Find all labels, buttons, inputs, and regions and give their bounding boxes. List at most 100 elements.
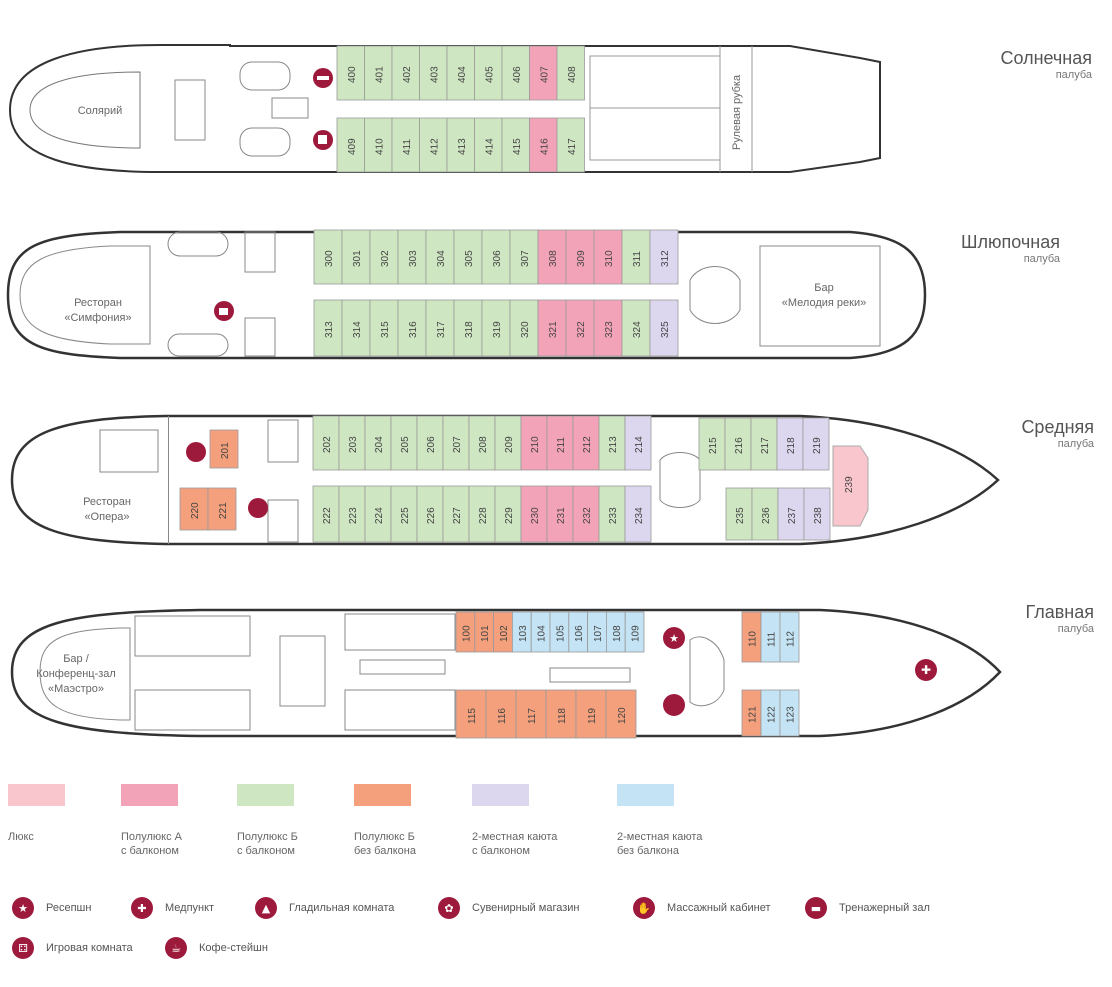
cabin-238-label: 238 [813,507,824,524]
cabin-404[interactable] [446,45,475,101]
cabin-300[interactable] [313,229,343,285]
cabin-406-label: 406 [512,66,523,83]
cabin-417[interactable] [556,117,585,173]
cabin-320-label: 320 [520,321,531,338]
cabin-411[interactable] [391,117,420,173]
cabin-208[interactable] [468,415,496,471]
ironing-icon[interactable] [248,498,268,518]
cabin-316-label: 316 [408,321,419,338]
cabin-221[interactable] [207,487,237,531]
cabin-315-label: 315 [380,321,391,338]
cabin-217[interactable] [750,417,778,471]
cabin-233[interactable] [598,485,626,543]
facility-medical: ✚ Медпункт [131,897,214,919]
cabin-237[interactable] [777,487,805,541]
legend-semilux-b-nobalcony-label-2: без балкона [354,845,416,857]
cabin-105-label: 105 [555,625,566,642]
cabin-120[interactable] [605,689,637,739]
cabin-302[interactable] [369,229,399,285]
cabin-229[interactable] [494,485,522,543]
souvenir-shop-icon[interactable] [663,694,685,716]
cabin-205[interactable] [390,415,418,471]
cabin-202[interactable] [312,415,340,471]
cabin-306[interactable] [481,229,511,285]
cabin-305[interactable] [453,229,483,285]
cabin-415[interactable] [501,117,530,173]
cabin-224[interactable] [364,485,392,543]
cabin-315[interactable] [369,299,399,357]
cabin-309[interactable] [565,229,595,285]
deck-sub-middle: палуба [1058,438,1095,450]
cabin-206[interactable] [416,415,444,471]
cabin-118[interactable] [545,689,577,739]
cabin-123[interactable] [779,689,800,737]
cabin-412[interactable] [419,117,448,173]
cabin-400-label: 400 [347,66,358,83]
cabin-400[interactable] [336,45,365,101]
cabin-310[interactable] [593,229,623,285]
cabin-312[interactable] [649,229,679,285]
cabin-204[interactable] [364,415,392,471]
deck-title-main: Главная [1025,602,1094,622]
cabin-314[interactable] [341,299,371,357]
cabin-109[interactable] [624,611,645,653]
cabin-219[interactable] [802,417,830,471]
cabin-325[interactable] [649,299,679,357]
massage-icon[interactable] [186,442,206,462]
cabin-230[interactable] [520,485,548,543]
cabin-226[interactable] [416,485,444,543]
cabin-238[interactable] [803,487,831,541]
cabin-235[interactable] [725,487,753,541]
reception-icon[interactable] [663,627,685,649]
cabin-239[interactable] [832,445,869,527]
cabin-211-label: 211 [556,437,567,453]
cabin-209[interactable] [494,415,522,471]
cabin-216[interactable] [724,417,752,471]
cabin-416[interactable] [529,117,558,173]
cabin-303-label: 303 [408,250,419,267]
cabin-206-label: 206 [426,436,437,453]
cabin-231[interactable] [546,485,574,543]
cabin-216-label: 216 [734,437,745,454]
cabin-213[interactable] [598,415,626,471]
medical-icon[interactable] [915,659,937,681]
cabin-214[interactable] [624,415,652,471]
cabin-413[interactable] [446,117,475,173]
cabin-414[interactable] [474,117,503,173]
cabin-229-label: 229 [504,507,515,524]
cabin-408[interactable] [556,45,585,101]
cabin-319-label: 319 [492,321,503,338]
cabin-201[interactable] [209,429,239,469]
cabin-236[interactable] [751,487,779,541]
cabin-232[interactable] [572,485,600,543]
cabin-316[interactable] [397,299,427,357]
cabin-231-label: 231 [556,507,567,524]
cabin-112[interactable] [779,611,800,663]
cabin-401[interactable] [364,45,393,101]
cabin-203[interactable] [338,415,366,471]
cabin-414-label: 414 [484,138,495,155]
cabin-234[interactable] [624,485,652,543]
cabin-308[interactable] [537,229,567,285]
deck-title-sun: Солнечная [1000,48,1092,68]
cabin-119[interactable] [575,689,607,739]
cabin-303[interactable] [397,229,427,285]
cabin-319[interactable] [481,299,511,357]
cabin-317[interactable] [425,299,455,357]
cabin-313[interactable] [313,299,343,357]
cabin-407[interactable] [529,45,558,101]
cabin-116[interactable] [485,689,517,739]
cabin-212[interactable] [572,415,600,471]
cabin-218[interactable] [776,417,804,471]
cabin-311[interactable] [621,229,651,285]
cabin-210[interactable] [520,415,548,471]
cabin-300-label: 300 [324,250,335,267]
cabin-227[interactable] [442,485,470,543]
legend-semilux-b-balcony-label-2: с балконом [237,845,295,857]
cabin-307[interactable] [509,229,539,285]
cabin-101-label: 101 [480,625,491,642]
cabin-302-label: 302 [380,250,391,267]
cabin-409[interactable] [336,117,365,173]
legend-semilux-b-balcony-label-1: Полулюкс Б [237,831,298,843]
